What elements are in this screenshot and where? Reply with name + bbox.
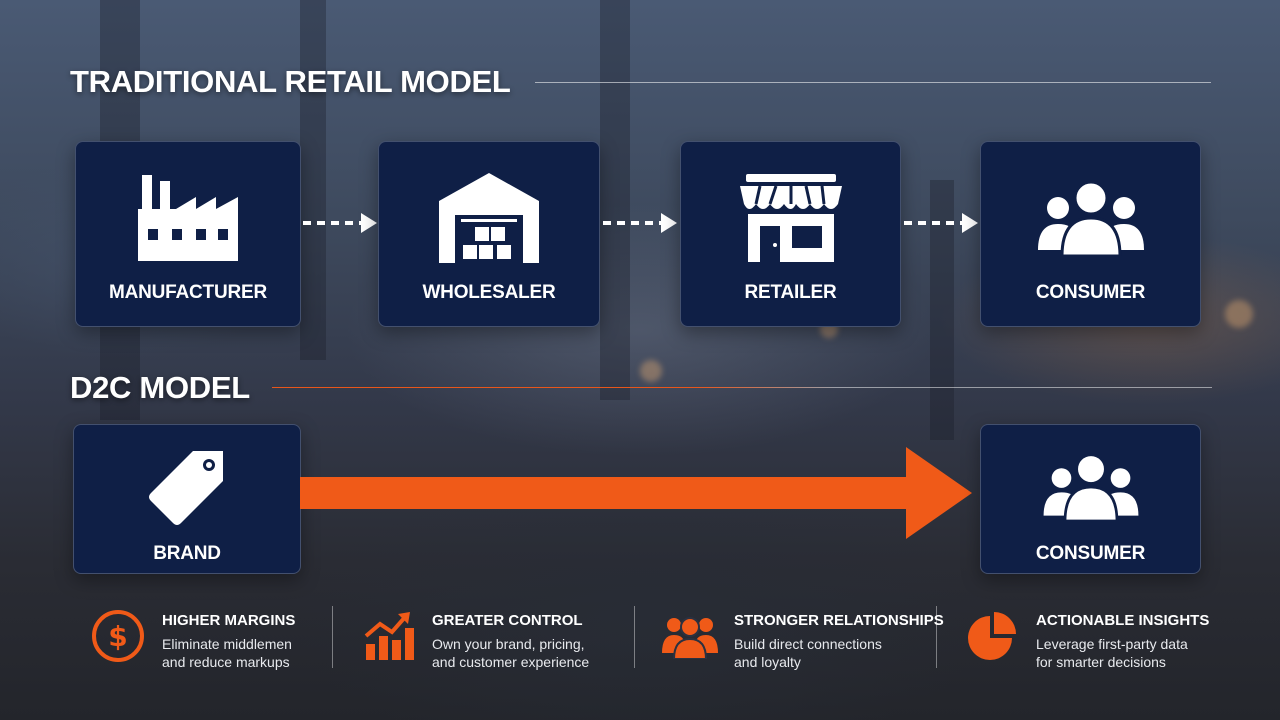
consumer-card: CONSUMER [980, 141, 1201, 327]
benefit-description: Leverage first-party data for smarter de… [1036, 635, 1209, 671]
dashed-arrow-icon [301, 212, 379, 234]
step-label: BRAND [153, 543, 221, 565]
divider [634, 606, 635, 668]
pie-chart-icon [964, 608, 1020, 664]
direct-arrow-icon [300, 447, 972, 539]
step-label: WHOLESALER [422, 282, 555, 304]
dollar-circle-icon: $ [90, 608, 146, 664]
step-label: CONSUMER [1036, 543, 1145, 565]
benefit-title: STRONGER RELATIONSHIPS [734, 612, 944, 629]
d2c-consumer-card: CONSUMER [980, 424, 1201, 574]
benefit-description: Eliminate middlemen and reduce markups [162, 635, 295, 671]
people-icon [1038, 172, 1144, 264]
benefit-title: GREATER CONTROL [432, 612, 589, 629]
benefit-higher-margins: $ HIGHER MARGINS Eliminate middlemen and… [90, 608, 295, 670]
benefit-title: ACTIONABLE INSIGHTS [1036, 612, 1209, 629]
benefit-description: Own your brand, pricing, and customer ex… [432, 635, 589, 671]
storefront-icon [738, 172, 844, 264]
price-tag-icon [145, 447, 229, 527]
traditional-model-title: TRADITIONAL RETAIL MODEL [70, 64, 511, 100]
benefit-actionable-insights: ACTIONABLE INSIGHTS Leverage first-party… [964, 608, 1209, 670]
warehouse-icon [439, 172, 539, 264]
step-label: RETAILER [745, 282, 837, 304]
divider [936, 606, 937, 668]
benefit-greater-control: GREATER CONTROL Own your brand, pricing,… [360, 608, 589, 670]
step-label: CONSUMER [1036, 282, 1145, 304]
manufacturer-card: MANUFACTURER [75, 141, 301, 327]
group-icon [662, 608, 718, 664]
benefit-title: HIGHER MARGINS [162, 612, 295, 629]
wholesaler-card: WHOLESALER [378, 141, 600, 327]
divider [332, 606, 333, 668]
svg-text:$: $ [108, 620, 127, 653]
d2c-model-title: D2C MODEL [70, 370, 250, 406]
title-rule [535, 82, 1211, 83]
d2c-title-rule [272, 387, 1212, 388]
dashed-arrow-icon [601, 212, 679, 234]
factory-icon [136, 172, 240, 264]
retailer-card: RETAILER [680, 141, 901, 327]
dashed-arrow-icon [902, 212, 980, 234]
step-label: MANUFACTURER [109, 282, 267, 304]
brand-card: BRAND [73, 424, 301, 574]
benefit-stronger-relationships: STRONGER RELATIONSHIPS Build direct conn… [662, 608, 944, 670]
benefit-description: Build direct connections and loyalty [734, 635, 944, 671]
people-icon [1043, 447, 1139, 527]
growth-chart-icon [360, 608, 416, 664]
